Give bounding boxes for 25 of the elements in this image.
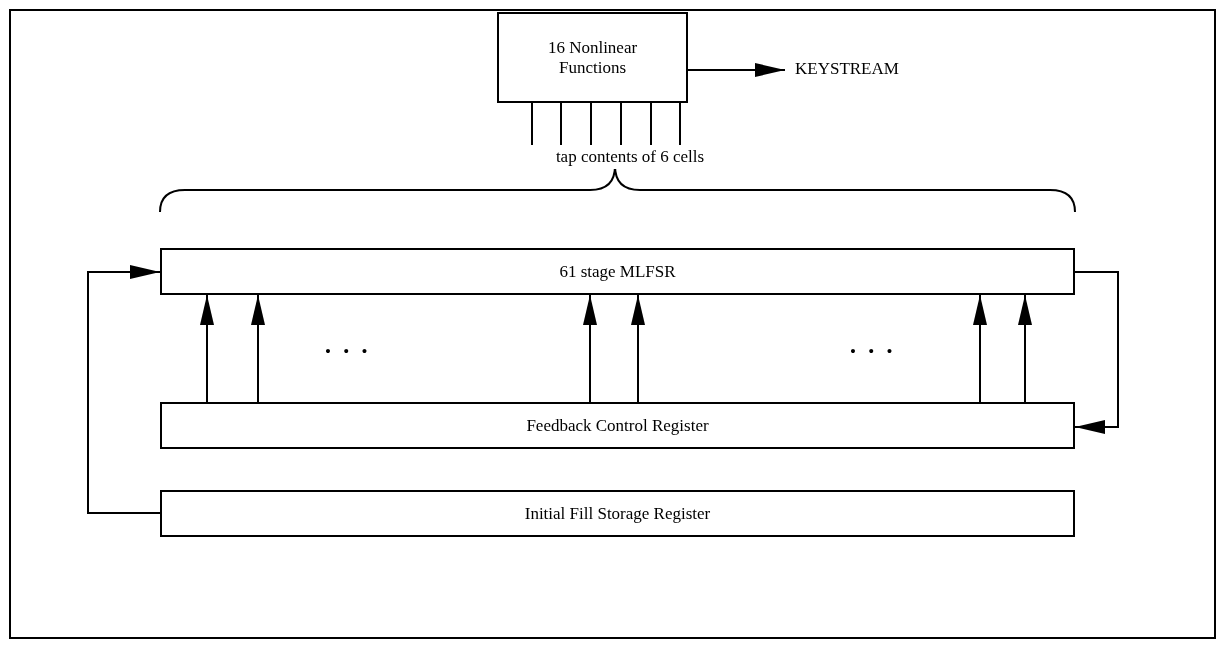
- tap-line: [620, 102, 622, 146]
- box-text: 16 Nonlinear Functions: [546, 37, 639, 78]
- arrow: [687, 63, 786, 77]
- arrow: [973, 294, 987, 403]
- register-box: [160, 402, 1075, 449]
- ellipsis: • • •: [850, 342, 897, 362]
- tap-line: [560, 102, 562, 146]
- box-text: Feedback Control Register: [526, 415, 709, 436]
- arrow: [631, 294, 645, 403]
- arrow: [251, 294, 265, 403]
- arrow: [87, 265, 161, 514]
- arrow: [1074, 271, 1119, 434]
- box-text: Initial Fill Storage Register: [524, 503, 711, 524]
- arrow: [1018, 294, 1032, 403]
- function-box: [497, 12, 688, 103]
- ellipsis: • • •: [325, 342, 372, 362]
- tap-line: [679, 102, 681, 146]
- arrow: [583, 294, 597, 403]
- register-box: [160, 490, 1075, 537]
- tap-line: [531, 102, 533, 146]
- register-box: [160, 248, 1075, 295]
- tap-line: [590, 102, 592, 146]
- box-text: 61 stage MLFSR: [559, 261, 676, 282]
- arrow: [200, 294, 214, 403]
- tap-line: [650, 102, 652, 146]
